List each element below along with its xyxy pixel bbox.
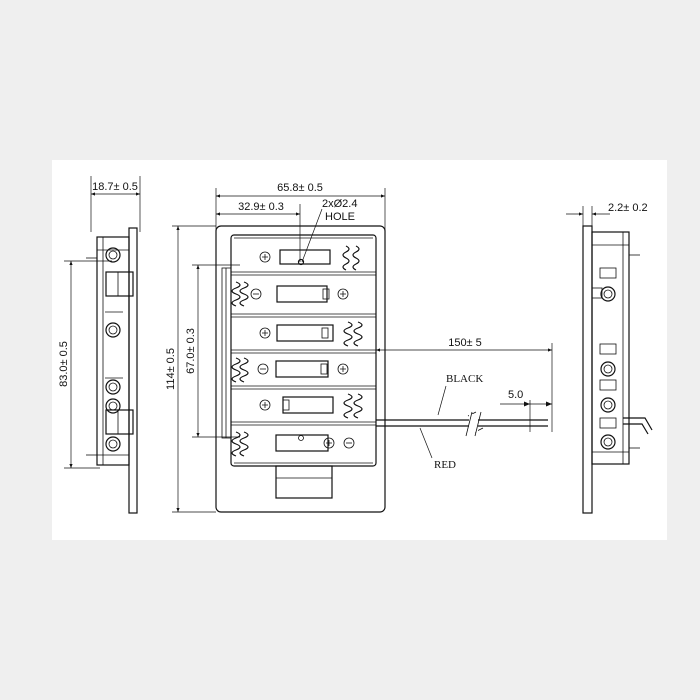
cell-6 [231,431,355,457]
side-plate [128,227,138,514]
right-plate [582,225,593,514]
plate-dim: 2.2± 0.2 [608,202,648,214]
black-label: BLACK [446,373,483,385]
cell-5 [259,393,363,419]
right-wire-2 [623,423,649,435]
half-width-dim: 32.9± 0.3 [238,201,284,213]
cell-4 [231,357,349,383]
thickness-dim: 18.7± 0.5 [92,181,138,193]
width-dim: 65.8± 0.5 [277,182,323,194]
red-label: RED [434,459,456,471]
height-dim: 114± 0.5 [165,348,177,390]
side-body [96,236,130,466]
right-wire-1 [623,417,653,431]
cell-1 [259,245,360,271]
right-side-view: 2.2± 0.2 [566,202,653,514]
cell-2 [231,281,349,307]
pitch-dim: 67.0± 0.3 [185,328,197,374]
mount-dim: 83.0± 0.5 [58,341,70,387]
strip-length-dim: 5.0 [508,389,523,401]
hole-qty-label: 2xØ2.4 [322,198,357,210]
bottom-tab [275,465,333,499]
mount-hole-top [297,258,305,266]
right-body [591,231,630,465]
lead-length-dim: 150± 5 [448,337,482,349]
left-side-view: 18.7± 0.5 83.0± 0.5 [58,176,141,514]
front-view: 65.8± 0.5 32.9± 0.3 2xØ2.4 HOLE [165,182,386,513]
wire-leads: 150± 5 5.0 BLACK RED [376,337,553,471]
holder-body [215,225,386,513]
hole-label: HOLE [325,211,355,223]
cell-3 [259,321,363,347]
